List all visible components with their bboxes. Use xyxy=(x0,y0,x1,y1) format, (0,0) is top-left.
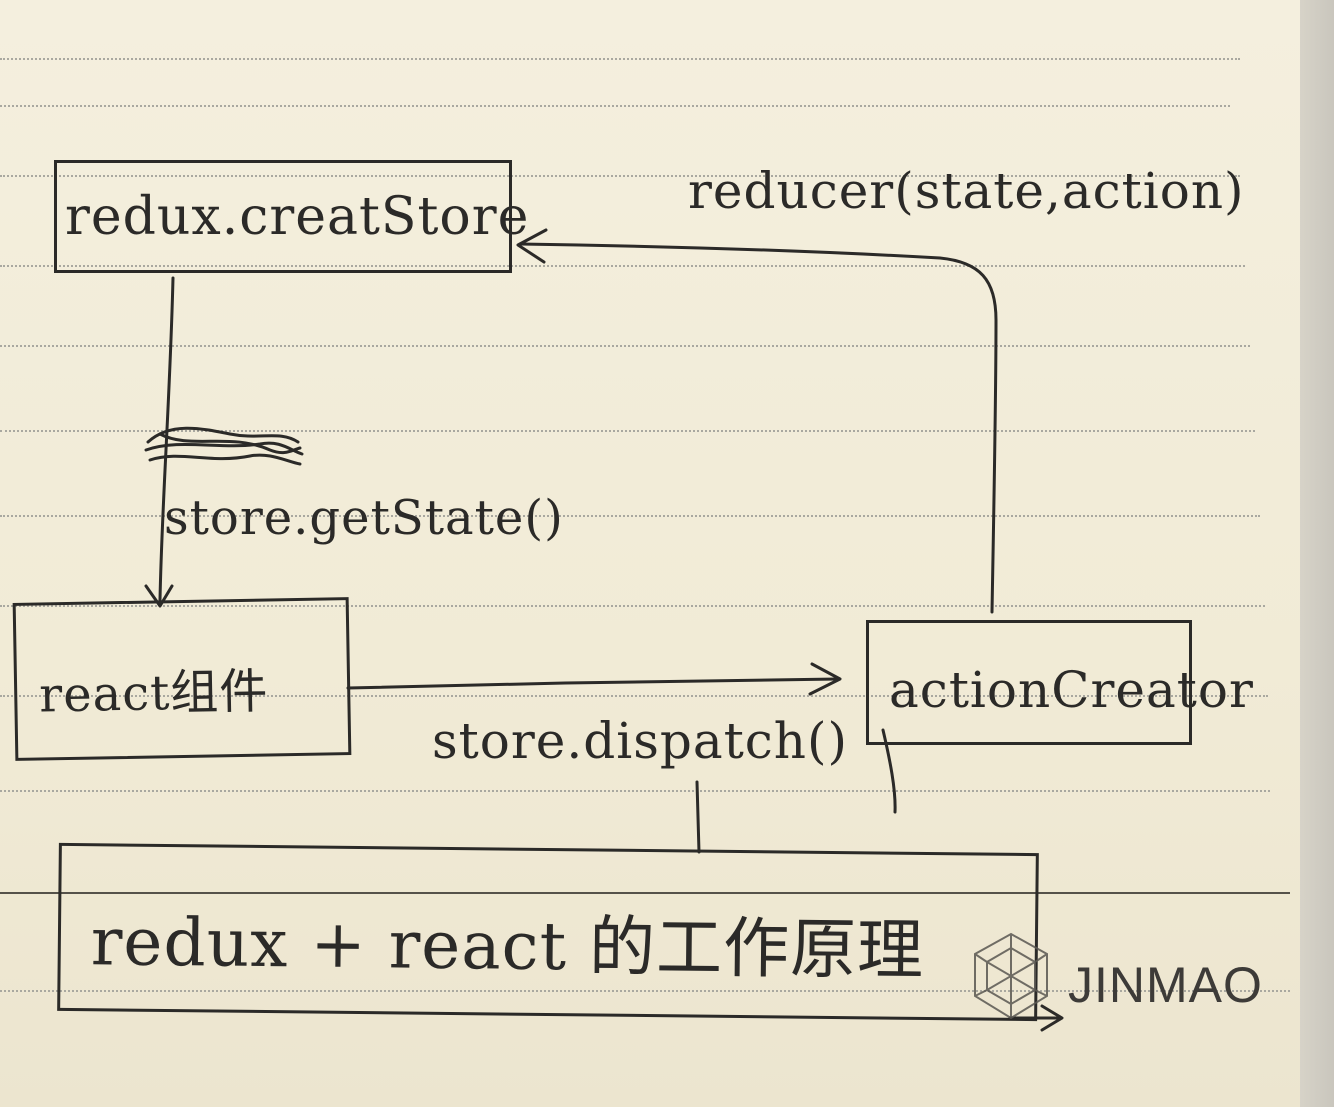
ruled-line xyxy=(0,345,1250,347)
title-box: redux + react 的工作原理 xyxy=(57,842,1039,1022)
ruled-line xyxy=(0,515,1260,517)
node-action-creator-label: actionCreator xyxy=(889,661,1254,719)
edge-to-action-line xyxy=(346,677,840,690)
node-react-component: react组件 xyxy=(12,597,352,761)
edge-reducer-line xyxy=(518,242,998,614)
page-edge xyxy=(1300,0,1334,1107)
ruled-line xyxy=(0,175,1240,177)
ruled-line xyxy=(0,605,1265,607)
node-create-store: redux.creatStore xyxy=(54,160,528,273)
title-box-arrowhead xyxy=(1040,1004,1064,1032)
edge-reducer-label: reducer(state,action) xyxy=(688,162,1245,220)
ruled-line xyxy=(0,990,1290,992)
crossed-out-scribble xyxy=(144,426,304,466)
edge-getstate-arrowhead xyxy=(144,584,174,608)
edge-reducer-arrowhead xyxy=(516,228,548,264)
node-create-store-label: redux.creatStore xyxy=(65,187,530,247)
edge-to-action-arrowhead xyxy=(808,662,842,696)
ruled-line xyxy=(0,105,1230,107)
ruled-line xyxy=(0,790,1270,792)
edge-dispatch-line xyxy=(695,780,701,854)
bracket-stroke xyxy=(881,728,897,814)
edge-getstate-line xyxy=(158,276,175,602)
node-react-component-label: react组件 xyxy=(38,663,269,724)
geodesic-sphere-icon xyxy=(974,932,1048,1020)
edge-dispatch-label: store.dispatch() xyxy=(432,712,849,770)
notebook-page xyxy=(0,0,1300,1107)
node-action-creator: actionCreator xyxy=(866,620,1253,745)
ruled-line xyxy=(0,695,1268,697)
edge-getstate-label: store.getState() xyxy=(164,490,564,546)
ruled-line xyxy=(0,430,1255,432)
title-label: redux + react 的工作原理 xyxy=(90,903,925,989)
ruled-line xyxy=(0,892,1290,894)
ruled-line xyxy=(0,265,1245,267)
ruled-line xyxy=(0,58,1240,60)
brand-wordmark: JINMAO xyxy=(1068,957,1263,1013)
brand-logo xyxy=(965,930,1057,1026)
